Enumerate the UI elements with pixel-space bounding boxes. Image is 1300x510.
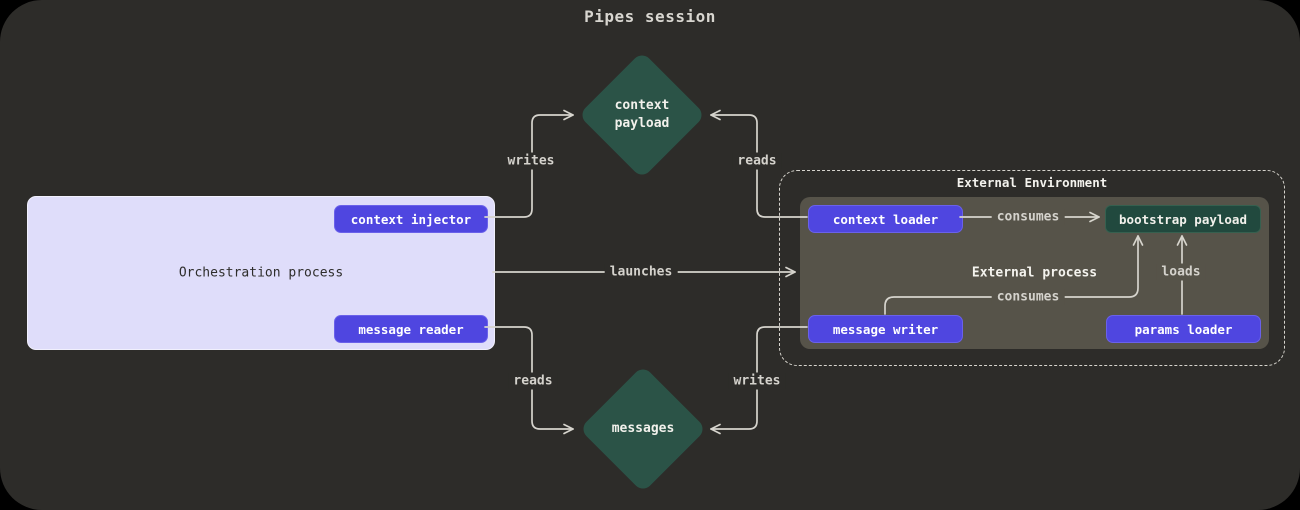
node-orchestration-process: Orchestration process context injector m…	[27, 196, 495, 350]
node-message-writer: message writer	[808, 315, 963, 343]
node-bootstrap-payload: bootstrap payload	[1105, 205, 1261, 233]
edge-consumes-bottom-label: consumes	[991, 288, 1065, 306]
diagram-title: Pipes session	[584, 7, 716, 26]
node-messages-label: messages	[611, 421, 675, 437]
edge-reads-bottom-label: reads	[508, 372, 558, 390]
edge-reads-top-label: reads	[732, 152, 782, 170]
edge-writes-bottom-label: writes	[728, 372, 786, 390]
node-messages: messages	[579, 365, 707, 493]
node-orchestration-process-label: Orchestration process	[178, 265, 344, 281]
edge-writes-top-label: writes	[502, 152, 560, 170]
node-context-loader: context loader	[808, 205, 963, 233]
node-params-loader: params loader	[1106, 315, 1261, 343]
edge-launches-label: launches	[604, 263, 678, 281]
node-context-payload-label: context payload	[614, 98, 670, 131]
node-context-injector: context injector	[334, 205, 488, 233]
edge-loads-label: loads	[1156, 263, 1206, 281]
node-context-payload: context payload	[578, 51, 706, 179]
container-external-environment-label: External Environment	[956, 175, 1108, 190]
container-external-environment: External Environment External process co…	[779, 170, 1285, 366]
node-external-process-label: External process	[971, 265, 1098, 281]
node-message-reader: message reader	[334, 315, 488, 343]
edge-consumes-top-label: consumes	[991, 208, 1065, 226]
